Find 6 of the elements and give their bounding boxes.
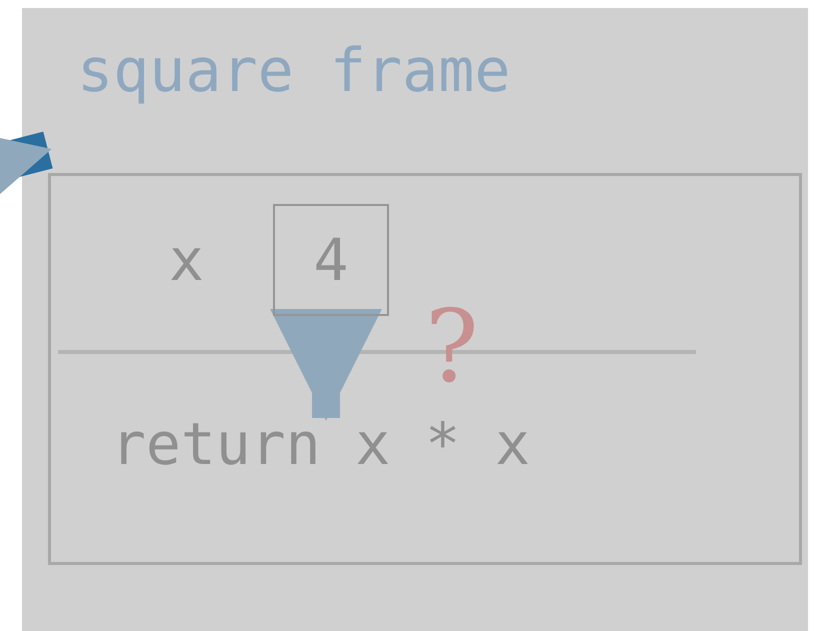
code-text: return x * x [111, 410, 530, 478]
question-mark: ? [425, 288, 479, 405]
arrow [270, 308, 382, 421]
variable-name: x [169, 226, 204, 294]
frame-title: square frame [77, 36, 510, 106]
value-box: 4 [273, 204, 389, 316]
